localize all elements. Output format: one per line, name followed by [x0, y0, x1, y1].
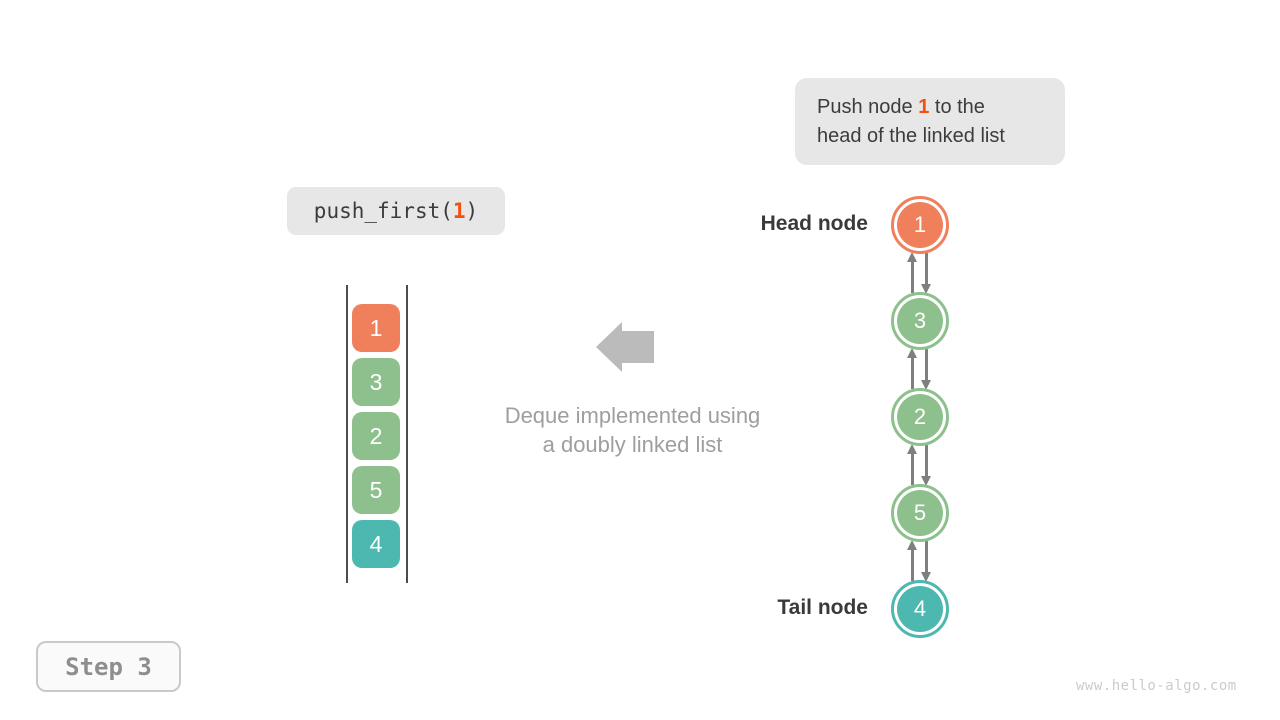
annotation-line-1: Push node 1 to the	[817, 93, 1065, 122]
node-value: 3	[897, 298, 943, 344]
link-arrow-pair	[906, 252, 934, 294]
deque-cell: 5	[352, 466, 400, 514]
linked-list-node: 1	[891, 196, 949, 254]
deque-left-rail	[346, 285, 348, 583]
link-arrow-pair	[906, 444, 934, 486]
link-arrow-pair	[906, 540, 934, 582]
tail-node-label: Tail node	[777, 596, 868, 619]
diagram-caption: Deque implemented using a doubly linked …	[450, 401, 815, 459]
code-text: push_first(	[313, 199, 453, 223]
arrow-up-icon	[907, 540, 917, 581]
caption-line-2: a doubly linked list	[542, 432, 723, 457]
deque-cell: 4	[352, 520, 400, 568]
deque-right-rail	[406, 285, 408, 583]
linked-list-node: 4	[891, 580, 949, 638]
annotation-text: Push node	[817, 95, 919, 118]
linked-list-node: 3	[891, 292, 949, 350]
node-value: 5	[897, 490, 943, 536]
arrow-down-icon	[921, 349, 931, 390]
link-arrow-pair	[906, 348, 934, 390]
annotation-line-2: head of the linked list	[817, 124, 1005, 147]
arrow-down-icon	[921, 541, 931, 582]
deque-cell: 1	[352, 304, 400, 352]
arrow-head	[596, 322, 622, 372]
step-label: Step 3	[65, 652, 152, 681]
arrow-down-icon	[921, 253, 931, 294]
annotation-box: Push node 1 to the head of the linked li…	[795, 78, 1065, 165]
annotation-highlight-value: 1	[918, 95, 930, 118]
node-value: 4	[897, 586, 943, 632]
arrow-body	[622, 331, 654, 363]
arrow-down-icon	[921, 445, 931, 486]
linked-list-node: 5	[891, 484, 949, 542]
node-value: 2	[897, 394, 943, 440]
left-block-arrow-icon	[596, 322, 654, 372]
site-watermark: www.hello-algo.com	[1076, 678, 1237, 694]
code-highlight-arg: 1	[452, 199, 466, 223]
step-indicator: Step 3	[36, 641, 181, 692]
node-value: 1	[897, 202, 943, 248]
arrow-up-icon	[907, 348, 917, 389]
arrow-up-icon	[907, 252, 917, 293]
linked-list-node: 2	[891, 388, 949, 446]
arrow-up-icon	[907, 444, 917, 485]
caption-line-1: Deque implemented using	[504, 403, 761, 428]
code-text: )	[465, 199, 479, 223]
head-node-label: Head node	[760, 212, 868, 235]
deque-cell: 2	[352, 412, 400, 460]
annotation-text: to the	[929, 95, 985, 118]
deque-cell: 3	[352, 358, 400, 406]
operation-code-box: push_first(1)	[287, 187, 505, 235]
